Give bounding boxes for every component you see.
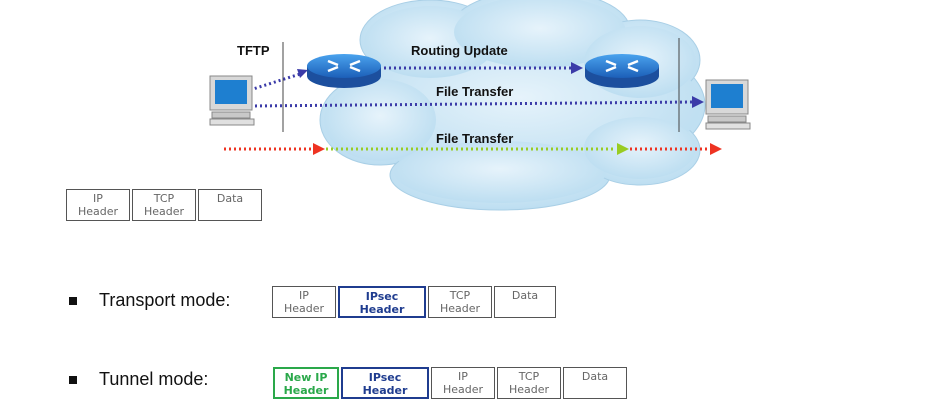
original-packet: IP Header TCP Header Data	[66, 189, 264, 221]
file-transfer-arrowhead-1	[692, 96, 704, 108]
tunnel-mode-label: Tunnel mode:	[99, 369, 209, 389]
routing-update-arrowhead	[571, 62, 583, 74]
green-arrowhead	[617, 143, 629, 155]
routing-update-label: Routing Update	[411, 43, 508, 58]
tunnel-packet: New IP Header IPsec Header IP Header TCP…	[273, 367, 629, 399]
computer-right-icon	[705, 79, 751, 130]
transport-mode-label: Transport mode:	[99, 290, 231, 310]
router-left-icon	[307, 54, 381, 88]
packet-field-ipsec-header: IPsec Header	[338, 286, 426, 318]
file-transfer-label-2: File Transfer	[436, 131, 514, 146]
cloud-fill-overlay	[324, 0, 700, 203]
packet-field-ipsec-header: IPsec Header	[341, 367, 429, 399]
tftp-arrowhead	[297, 69, 308, 78]
tftp-label: TFTP	[237, 43, 270, 58]
packet-field-new-ip-header: New IP Header	[273, 367, 339, 399]
red-arrowhead-right	[710, 143, 722, 155]
bullet-icon	[69, 296, 77, 305]
packet-field-tcp-header: TCP Header	[497, 367, 561, 399]
transport-mode-row: Transport mode:	[69, 290, 230, 311]
packet-field-ip-header: IP Header	[272, 286, 336, 318]
transport-packet: IP Header IPsec Header TCP Header Data	[272, 286, 558, 318]
packet-field-data: Data	[198, 189, 262, 221]
packet-field-data: Data	[563, 367, 627, 399]
computer-left-icon	[209, 75, 255, 126]
packet-field-tcp-header: TCP Header	[132, 189, 196, 221]
packet-field-ip-header: IP Header	[66, 189, 130, 221]
tftp-arrow	[249, 72, 301, 92]
file-transfer-label-1: File Transfer	[436, 84, 514, 99]
router-right-icon	[585, 54, 659, 88]
red-arrowhead-left	[313, 143, 325, 155]
packet-field-ip-header: IP Header	[431, 367, 495, 399]
tunnel-mode-row: Tunnel mode:	[69, 369, 208, 390]
packet-field-data: Data	[494, 286, 556, 318]
bullet-icon	[69, 375, 77, 384]
file-transfer-arrow-1	[249, 100, 694, 108]
packet-field-tcp-header: TCP Header	[428, 286, 492, 318]
